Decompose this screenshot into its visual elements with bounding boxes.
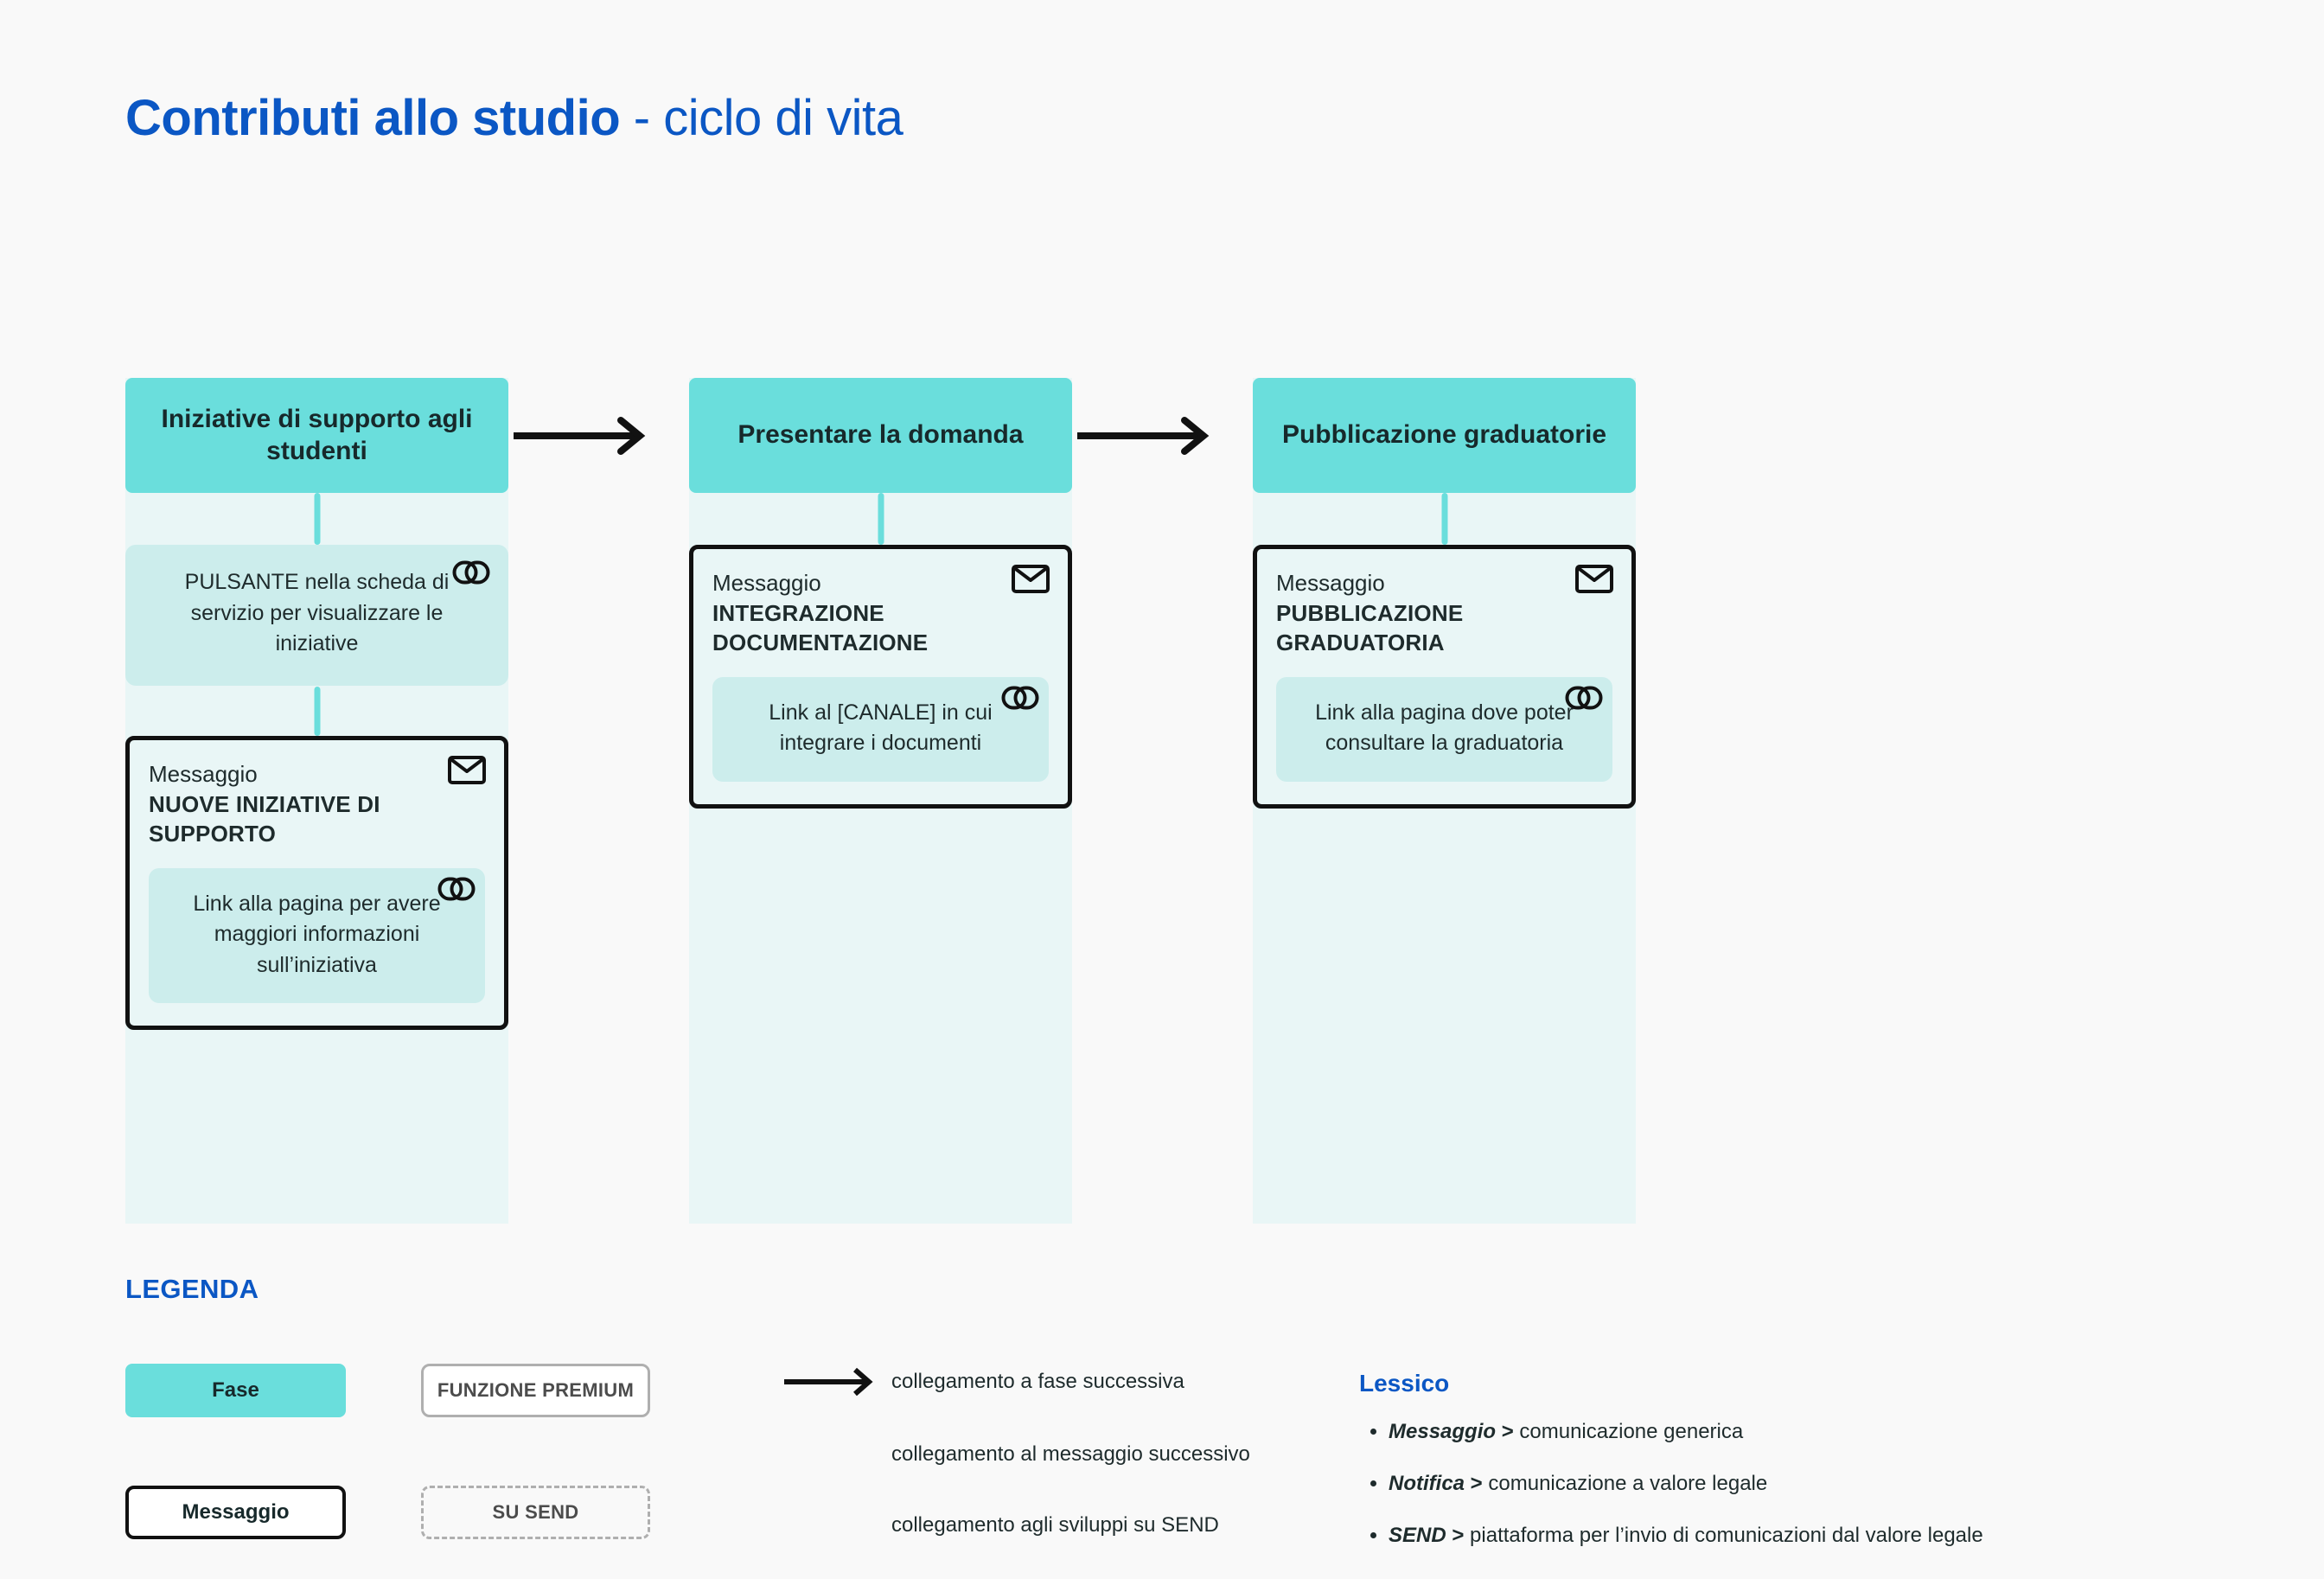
- lessico-title: Lessico: [1359, 1370, 1450, 1397]
- nested-link-card[interactable]: Link alla pagina per avere maggiori info…: [149, 867, 485, 1004]
- phase-box-iniziative-di-supporto[interactable]: Iniziative di supporto agli studenti: [125, 378, 508, 493]
- nested-link-card[interactable]: Link al [CANALE] in cui integrare i docu…: [712, 676, 1049, 782]
- lessico-list: Messaggio > comunicazione generica Notif…: [1359, 1418, 1983, 1575]
- lessico-term: Messaggio: [1389, 1420, 1497, 1443]
- phase-column-1: Iniziative di supporto agli studenti PUL…: [125, 378, 508, 1224]
- lessico-definition: comunicazione generica: [1519, 1420, 1744, 1443]
- arrow-phase-1-to-2: [512, 415, 647, 457]
- info-card-pulsante[interactable]: PULSANTE nella scheda di servizio per vi…: [125, 545, 508, 686]
- phase-column-2: Presentare la domanda Messaggio INTEGRAZ…: [689, 378, 1072, 1224]
- info-card-text: PULSANTE nella scheda di servizio per vi…: [184, 570, 450, 655]
- message-kicker: Messaggio: [1276, 570, 1385, 596]
- lessico-definition: piattaforma per l’invio di comunicazioni…: [1470, 1524, 1983, 1548]
- message-kicker: Messaggio: [149, 761, 258, 787]
- link-icon: [1564, 682, 1604, 713]
- nested-link-card[interactable]: Link alla pagina dove poter consultare l…: [1276, 676, 1612, 782]
- legend-chip-fase: Fase: [125, 1364, 346, 1417]
- lessico-item: Notifica > comunicazione a valore legale: [1389, 1470, 1983, 1497]
- message-kicker: Messaggio: [712, 570, 821, 596]
- legend-chip-messaggio-label: Messaggio: [182, 1500, 290, 1524]
- message-card-head: Messaggio PUBBLICAZIONE GRADUATORIA: [1276, 568, 1612, 658]
- legend-line-label: collegamento a fase successiva: [891, 1370, 1184, 1393]
- connector-phase-to-message: [878, 493, 884, 545]
- lessico-separator: >: [1465, 1472, 1489, 1496]
- legend-line-row-messaggio-successivo: collegamento al messaggio successivo: [782, 1437, 1250, 1472]
- nested-link-text: Link alla pagina dove poter consultare l…: [1315, 700, 1574, 756]
- dotted-line-icon: [782, 1508, 876, 1543]
- nested-link-text: Link alla pagina per avere maggiori info…: [193, 891, 441, 977]
- message-card-pubblicazione-graduatoria[interactable]: Messaggio PUBBLICAZIONE GRADUATORIA Link…: [1253, 545, 1636, 809]
- legend-chip-fase-label: Fase: [212, 1378, 259, 1402]
- phase-label: Iniziative di supporto agli studenti: [161, 404, 473, 465]
- link-icon: [437, 873, 476, 905]
- legend-line-label: collegamento agli sviluppi su SEND: [891, 1513, 1219, 1537]
- arrow-phase-2-to-3: [1076, 415, 1210, 457]
- connector-info-to-message: [314, 687, 320, 736]
- page-title-strong: Contributi allo studio: [125, 90, 621, 146]
- message-card-integrazione-documentazione[interactable]: Messaggio INTEGRAZIONE DOCUMENTAZIONE Li…: [689, 545, 1072, 809]
- legend-line-row-sviluppi-send: collegamento agli sviluppi su SEND: [782, 1508, 1219, 1543]
- legend-line-label: collegamento al messaggio successivo: [891, 1442, 1250, 1466]
- message-title: NUOVE INIZIATIVE DI SUPPORTO: [149, 790, 380, 847]
- message-title: PUBBLICAZIONE GRADUATORIA: [1276, 599, 1464, 656]
- phase-label: Presentare la domanda: [737, 420, 1024, 450]
- envelope-icon: [1011, 563, 1050, 594]
- legend-line-row-fase-successiva: collegamento a fase successiva: [782, 1365, 1184, 1399]
- page-title-light: - ciclo di vita: [620, 90, 903, 146]
- envelope-icon: [1574, 563, 1614, 594]
- legend-chip-su-send: SU SEND: [421, 1486, 650, 1539]
- phase-box-pubblicazione-graduatorie[interactable]: Pubblicazione graduatorie: [1253, 378, 1636, 493]
- lessico-item: SEND > piattaforma per l’invio di comuni…: [1389, 1522, 1983, 1549]
- lessico-definition: comunicazione a valore legale: [1488, 1472, 1768, 1496]
- link-icon: [451, 557, 491, 588]
- lessico-separator: >: [1496, 1420, 1520, 1443]
- envelope-icon: [447, 754, 487, 785]
- legend-chip-funzione-premium: FUNZIONE PREMIUM: [421, 1364, 650, 1417]
- message-card-head: Messaggio INTEGRAZIONE DOCUMENTAZIONE: [712, 568, 1049, 658]
- connector-phase-to-message: [1441, 493, 1447, 545]
- legend-title: LEGENDA: [125, 1274, 259, 1304]
- lessico-term: Notifica: [1389, 1472, 1465, 1496]
- link-icon: [1000, 682, 1040, 713]
- legend-chip-messaggio: Messaggio: [125, 1486, 346, 1539]
- lessico-separator: >: [1446, 1524, 1471, 1548]
- page-title: Contributi allo studio - ciclo di vita: [125, 91, 903, 146]
- nested-link-text: Link al [CANALE] in cui integrare i docu…: [769, 700, 993, 756]
- lessico-item: Messaggio > comunicazione generica: [1389, 1418, 1983, 1445]
- message-title: INTEGRAZIONE DOCUMENTAZIONE: [712, 599, 929, 656]
- phase-column-3: Pubblicazione graduatorie Messaggio PUBB…: [1253, 378, 1636, 1224]
- teal-line-icon: [782, 1437, 876, 1472]
- arrow-right-icon: [782, 1365, 876, 1399]
- legend-chip-send-label: SU SEND: [492, 1501, 579, 1523]
- legend-chip-premium-label: FUNZIONE PREMIUM: [437, 1379, 635, 1401]
- phase-box-presentare-la-domanda[interactable]: Presentare la domanda: [689, 378, 1072, 493]
- message-card-head: Messaggio NUOVE INIZIATIVE DI SUPPORTO: [149, 759, 485, 849]
- lessico-term: SEND: [1389, 1524, 1446, 1548]
- connector-phase-to-info: [314, 493, 320, 545]
- message-card-nuove-iniziative[interactable]: Messaggio NUOVE INIZIATIVE DI SUPPORTO L…: [125, 736, 508, 1031]
- phase-label: Pubblicazione graduatorie: [1281, 420, 1607, 450]
